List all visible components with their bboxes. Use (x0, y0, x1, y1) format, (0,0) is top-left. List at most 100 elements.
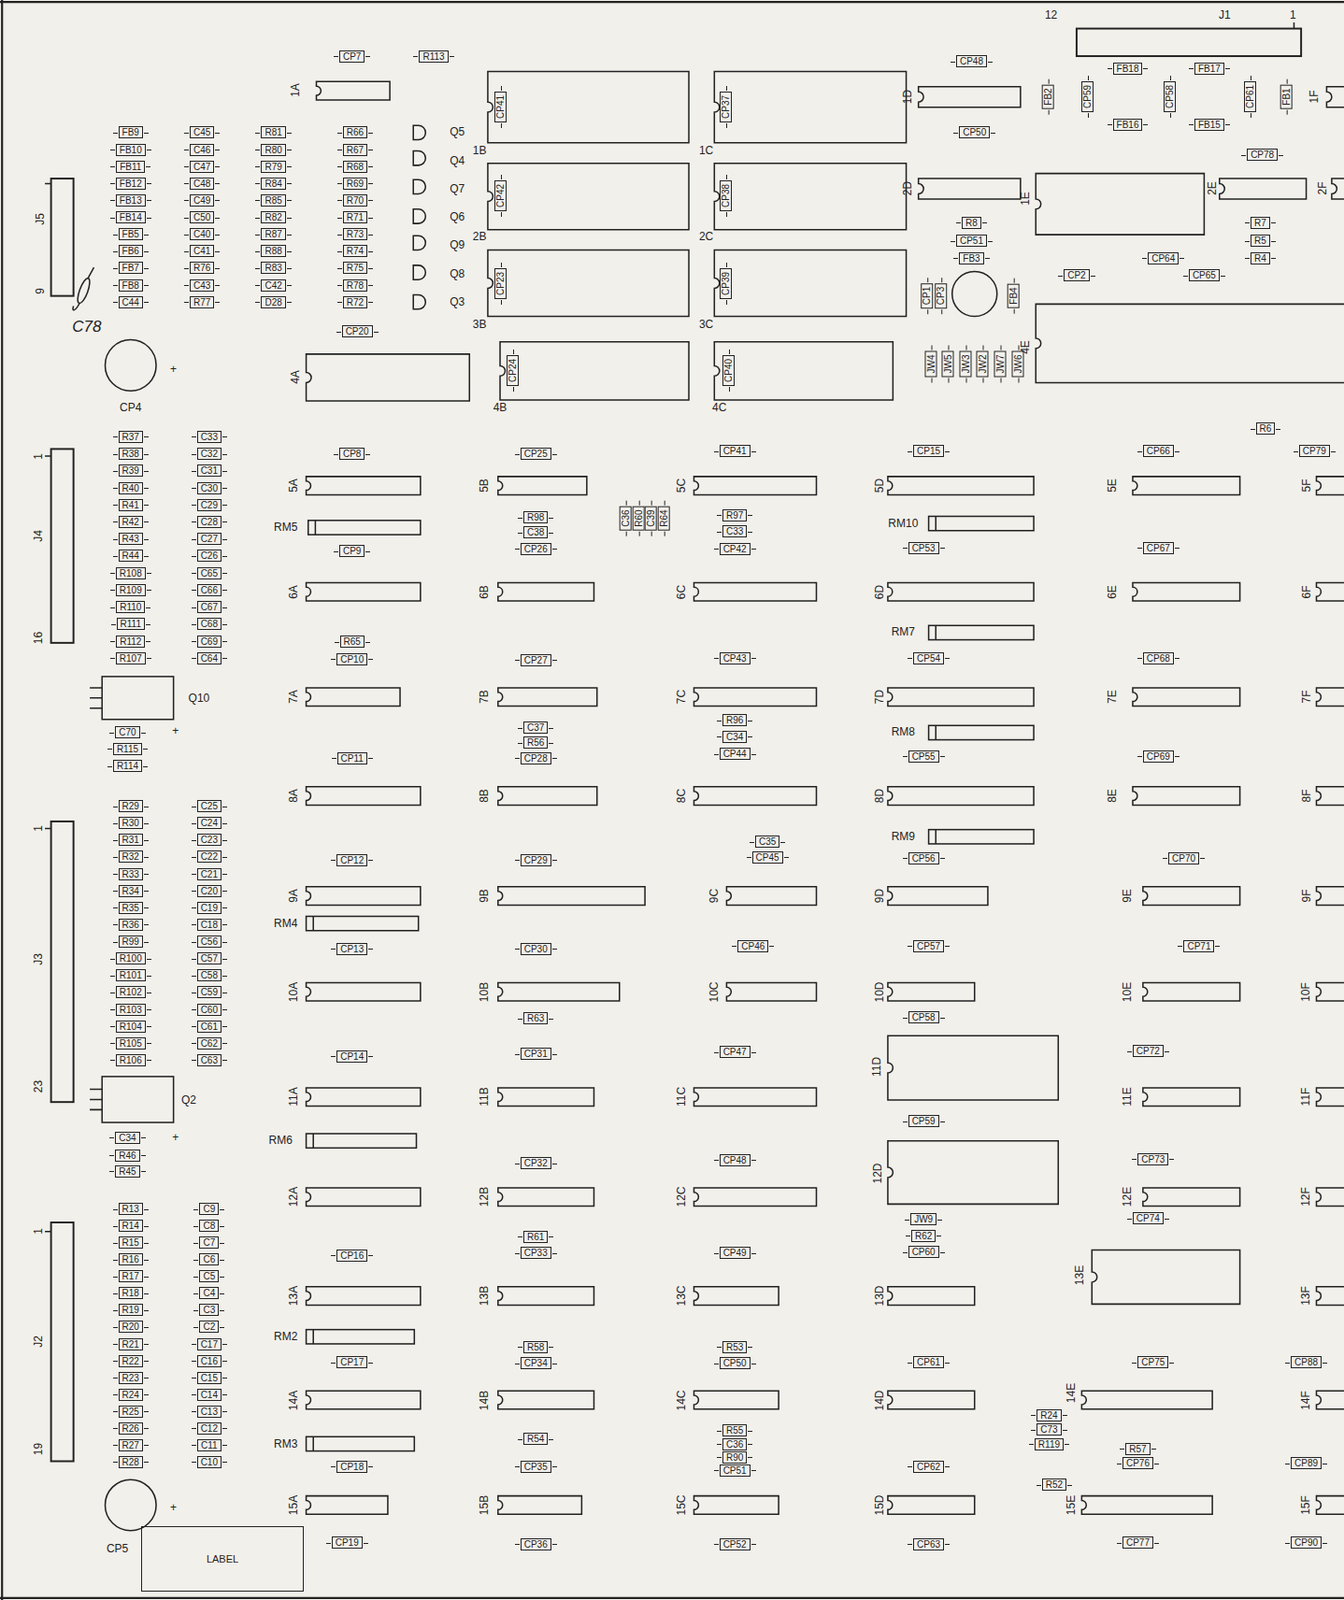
silkscreen-label: 15C (675, 1495, 688, 1516)
part-outline: C60 (197, 1003, 222, 1016)
part-outline: C22 (197, 850, 222, 863)
part-designator: R96 (726, 714, 744, 726)
silkscreen-label: + (171, 1131, 179, 1144)
part-designator: C41 (193, 245, 211, 257)
part-designator: C46 (193, 144, 211, 156)
part-designator: R87 (264, 228, 282, 240)
part-outline: R57 (1125, 1443, 1150, 1456)
part-designator: CP42 (495, 184, 506, 208)
silkscreen-label: J5 (34, 213, 47, 226)
part-designator: R106 (119, 1055, 143, 1066)
part-designator: C34 (726, 731, 744, 743)
silkscreen-label: 1 (32, 1229, 45, 1236)
part-outline: R114 (113, 759, 143, 773)
ic-outline (306, 476, 421, 496)
part-designator: FB9 (122, 127, 140, 138)
silkscreen-label: 7B (478, 689, 491, 704)
transistor-symbol (413, 179, 426, 194)
silkscreen-label: CP4 (119, 401, 142, 415)
part-designator: R17 (122, 1271, 140, 1282)
part-designator: CP57 (916, 941, 941, 952)
part-outline: R27 (118, 1439, 143, 1452)
part-outline: C44 (118, 296, 143, 309)
part-designator: R61 (527, 1231, 544, 1243)
silkscreen-label: 9F (1300, 889, 1313, 903)
silkscreen-label: Q6 (449, 211, 465, 224)
part-designator: CP70 (1172, 853, 1196, 864)
part-designator: R98 (527, 512, 544, 523)
part-outline: C12 (197, 1422, 222, 1435)
part-designator: R28 (122, 1457, 140, 1468)
part-designator: CP49 (723, 1247, 747, 1259)
part-outline: R32 (118, 850, 143, 863)
ic-outline (887, 886, 988, 906)
ic-outline (1132, 582, 1241, 601)
ic-outline (714, 250, 906, 317)
part-outline: C33 (722, 525, 747, 538)
part-outline: FB3 (958, 252, 984, 265)
part-outline: FB12 (115, 177, 146, 190)
silkscreen-label: Q5 (449, 126, 465, 139)
part-designator: R109 (119, 585, 143, 596)
resistor-network-pin1 (934, 829, 937, 844)
part-outline: R66 (343, 126, 368, 139)
ic-outline (1143, 1087, 1241, 1107)
regulator-outline (101, 676, 173, 720)
part-outline: CP58 (908, 1011, 940, 1024)
silkscreen-label: Q10 (188, 692, 211, 705)
part-designator: CP89 (1294, 1458, 1318, 1469)
part-designator: C61 (200, 1021, 218, 1032)
silkscreen-label: 12E (1121, 1186, 1134, 1207)
silkscreen-label: 8B (478, 788, 491, 803)
ic-outline (498, 1496, 583, 1516)
part-outline: C31 (197, 464, 222, 477)
part-designator: JW5 (943, 355, 954, 374)
connector-outline (51, 1222, 74, 1461)
part-outline: CP13 (336, 943, 368, 956)
ic-outline (498, 886, 645, 906)
part-outline: C50 (189, 211, 215, 224)
silkscreen-label: 14E (1065, 1383, 1078, 1403)
silkscreen-label: 6E (1106, 585, 1119, 600)
part-outline: R33 (118, 868, 143, 881)
ic-outline (1315, 886, 1344, 906)
part-designator: C11 (200, 1440, 218, 1451)
part-outline: R52 (1042, 1478, 1067, 1491)
part-designator: C19 (200, 902, 218, 914)
part-designator: C10 (200, 1457, 218, 1468)
part-outline: CP88 (1290, 1356, 1322, 1369)
part-designator: R24 (122, 1389, 140, 1401)
silkscreen-label: 14A (287, 1389, 301, 1410)
part-outline: R15 (118, 1236, 143, 1249)
ic-outline (693, 582, 816, 601)
silkscreen-label: 4E (1019, 340, 1032, 355)
part-outline: R79 (260, 160, 286, 173)
part-designator: R75 (346, 262, 364, 273)
silkscreen-label: 13C (675, 1286, 688, 1307)
part-outline: CP79 (1299, 444, 1330, 458)
resistor-network-pin1 (312, 1133, 315, 1148)
part-outline: R98 (523, 511, 548, 524)
silkscreen-label: 4A (289, 371, 302, 386)
part-outline: C14 (197, 1388, 222, 1402)
silkscreen-label: 2E (1206, 182, 1219, 197)
part-outline: R25 (118, 1405, 143, 1418)
part-designator: CP41 (723, 445, 747, 457)
part-designator: CP69 (1146, 751, 1171, 762)
part-designator: R66 (346, 127, 364, 138)
part-designator: R24 (1040, 1410, 1058, 1421)
part-designator: C7 (202, 1237, 215, 1248)
part-outline: CP30 (520, 943, 552, 956)
silkscreen-label: 9D (873, 888, 887, 903)
ic-outline (1081, 1390, 1213, 1410)
silkscreen-label: 12B (478, 1186, 491, 1207)
part-outline: R109 (115, 584, 146, 597)
part-designator: C48 (193, 178, 211, 189)
part-outline: R35 (118, 901, 143, 915)
part-designator: CP25 (524, 448, 548, 459)
part-designator: JW3 (959, 355, 971, 374)
ic-outline (887, 582, 1034, 601)
silkscreen-label: 7C (675, 689, 688, 704)
part-outline: JW5 (942, 351, 955, 378)
